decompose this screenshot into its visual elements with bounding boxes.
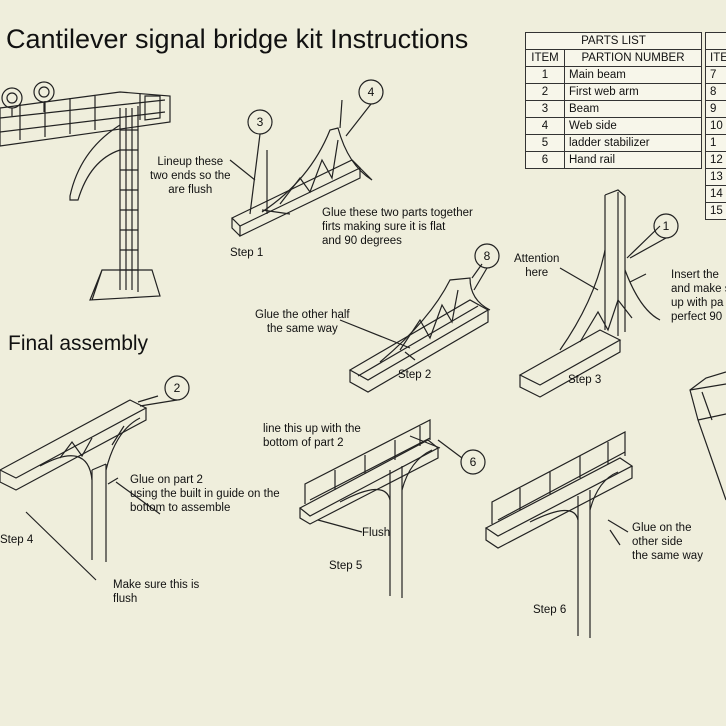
step-4-label: Step 4	[0, 534, 34, 546]
balloon-6-label: 6	[469, 455, 477, 469]
balloon-3-label: 3	[256, 115, 264, 129]
parts-list-heading: PARTS LIST	[525, 32, 702, 50]
parts-col-item: ITEM	[525, 49, 565, 67]
note-glue-part2: Glue on part 2 using the built in guide …	[130, 474, 280, 514]
step7-partial-illustration	[689, 371, 726, 501]
step1-illustration	[229, 99, 373, 237]
balloon-6	[460, 449, 486, 475]
step-1-label: Step 1	[230, 247, 264, 259]
step4-illustration	[0, 395, 159, 581]
table-row: 14	[705, 185, 726, 203]
completed-bridge-illustration	[0, 81, 171, 301]
table-row: 13	[705, 168, 726, 186]
parts-col-part: PARTION NUMBER	[564, 49, 702, 67]
table-row: 12	[705, 151, 726, 169]
table-row: 1	[705, 134, 726, 152]
table-row: 9	[705, 100, 726, 118]
step6-illustration	[484, 431, 634, 638]
parts-list-table-continued: ITE 7 8 9 10 1 12 13 14 15	[705, 32, 726, 220]
note-flush: Flush	[362, 527, 391, 539]
table-row: 10	[705, 117, 726, 135]
step-5-label: Step 5	[329, 560, 363, 572]
final-assembly-heading: Final assembly	[8, 332, 149, 355]
note-lineup: Lineup these two ends so the are flush	[150, 156, 231, 196]
note-other-half: Glue the other half the same way	[255, 309, 350, 335]
step5-illustration	[298, 419, 441, 598]
step-2-label: Step 2	[398, 369, 432, 381]
note-insert: Insert the and make s up with pa perfect…	[671, 269, 726, 323]
step-3-label: Step 3	[568, 374, 602, 386]
table-row: 8	[705, 83, 726, 101]
table-row: 7	[705, 66, 726, 84]
balloon-8-label: 8	[483, 249, 491, 263]
note-line-up: line this up with the bottom of part 2	[263, 423, 361, 449]
balloon-4-label: 4	[367, 85, 375, 99]
note-other-side: Glue on the other side the same way	[632, 522, 703, 562]
note-make-sure: Make sure this is flush	[113, 579, 200, 605]
step2-illustration	[348, 263, 491, 393]
balloon-2-label: 2	[173, 381, 181, 395]
note-glue-together: Glue these two parts together firts maki…	[322, 207, 473, 247]
step3-illustration	[518, 189, 661, 398]
step-6-label: Step 6	[533, 604, 567, 616]
table-row: 15	[705, 202, 726, 220]
page-title: Cantilever signal bridge kit Instruction…	[6, 24, 469, 54]
balloon-1-label: 1	[662, 219, 670, 233]
parts2-col-item: ITE	[705, 49, 726, 67]
note-attention: Attention here	[514, 253, 560, 279]
